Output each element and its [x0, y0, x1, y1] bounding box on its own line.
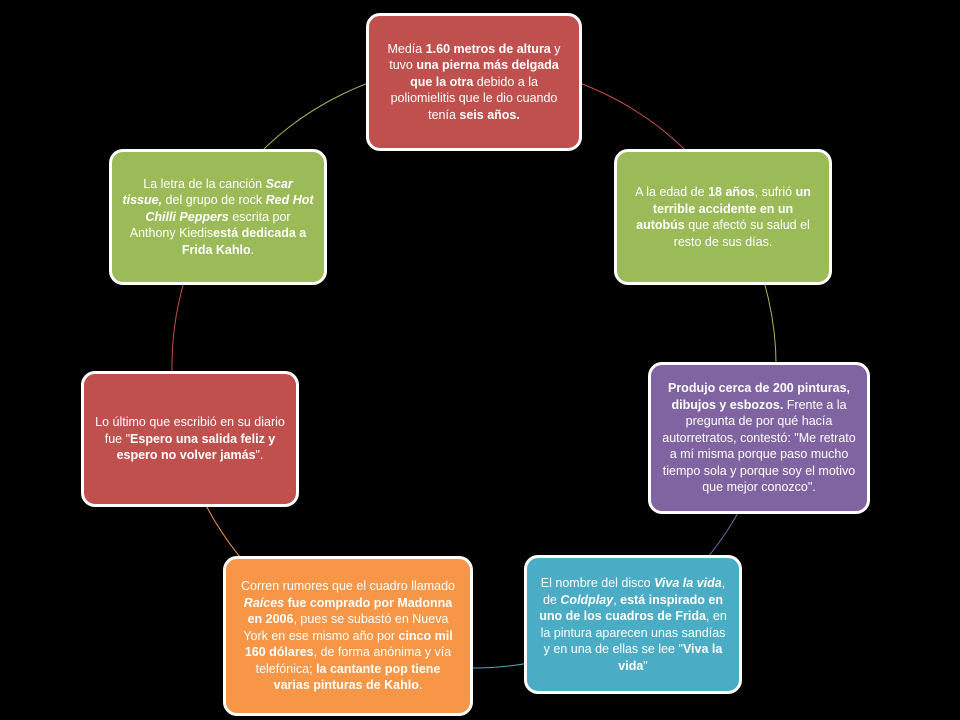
cycle-node-paintings: Produjo cerca de 200 pinturas, dibujos y… [648, 362, 870, 514]
node-text-run: , [613, 592, 621, 607]
node-text-run: Frente a la pregunta de por qué hacía au… [662, 397, 856, 495]
node-text-run: La letra de la canción [143, 176, 266, 191]
node-text-run: . [418, 678, 423, 693]
cycle-node-raices-madonna: Corren rumores que el cuadro llamado Raí… [223, 556, 473, 716]
node-text-run: y tuvo [389, 41, 561, 73]
node-text-run: Produjo cerca de 200 pinturas, dibujos y… [667, 381, 850, 412]
node-text: A la edad de 18 años, sufrió un terrible… [627, 184, 819, 250]
node-text-run: Espero una salida feliz y espero no volv… [116, 431, 276, 463]
node-text-run: cinco mil 160 dólares [244, 628, 453, 660]
node-text-run: una pierna más delgada que la otra [410, 58, 559, 89]
node-text-run: Corren rumores que el cuadro llamado [241, 579, 455, 594]
node-text-run: Raíces [243, 595, 285, 610]
node-text-run: un terrible accidente en un autobús [636, 185, 811, 232]
node-text-run: está dedicada a Frida Kahlo [181, 226, 307, 257]
node-text-run: Red Hot Chilli Peppers [145, 193, 314, 224]
node-text-run: A la edad de [635, 185, 709, 199]
node-text: Corren rumores que el cuadro llamado Raí… [236, 578, 460, 694]
cycle-node-viva-la-vida: El nombre del disco Viva la vida, de Col… [524, 555, 742, 694]
node-text-run: Lo último que escribió en su diario fue … [95, 415, 285, 446]
node-text-run: , en la pintura aparecen unas sandías y … [540, 609, 727, 656]
node-text-run: Medía [387, 41, 426, 56]
cycle-node-diary: Lo último que escribió en su diario fue … [81, 371, 299, 507]
node-text-run: , pues se subastó en Nueva York en ese m… [243, 612, 449, 643]
node-text-run: del grupo de rock [162, 193, 266, 208]
node-text: La letra de la canción Scar tissue, del … [122, 176, 314, 259]
node-text-run: El nombre del disco [540, 576, 655, 590]
node-text: Medía 1.60 metros de altura y tuvo una p… [379, 41, 569, 124]
node-text-run: , de forma anónima y vía telefónica; [255, 645, 452, 676]
node-text-run: debido a la poliomielitis que le dio cua… [390, 74, 558, 122]
node-text: Produjo cerca de 200 pinturas, dibujos y… [661, 380, 857, 496]
cycle-node-scar-tissue: La letra de la canción Scar tissue, del … [109, 149, 327, 285]
node-text-run: 1.60 metros de altura [425, 41, 551, 56]
node-text-run: Viva la vida [618, 642, 723, 673]
node-text-run: escrita por Anthony Kiedis [129, 209, 291, 241]
node-text-run: Viva la vida [654, 576, 722, 590]
node-text-run: 18 años [708, 185, 755, 199]
node-text-run: que afectó su salud el resto de sus días… [673, 218, 810, 249]
node-text-run: Coldplay [560, 592, 614, 607]
cycle-node-bus-accident: A la edad de 18 años, sufrió un terrible… [614, 149, 832, 285]
node-text-run: ". [255, 448, 264, 463]
node-text: El nombre del disco Viva la vida, de Col… [537, 575, 729, 674]
node-text-run: , sufrió [754, 185, 796, 199]
node-text-run: . [250, 242, 255, 257]
node-text-run: fue comprado por Madonna en 2006 [247, 595, 453, 627]
cycle-node-height-polio: Medía 1.60 metros de altura y tuvo una p… [366, 13, 582, 151]
node-text-run: está inspirado en uno de los cuadros de … [539, 592, 723, 624]
node-text-run: la cantante pop tiene varias pinturas de… [273, 661, 441, 693]
node-text: Lo último que escribió en su diario fue … [94, 414, 286, 464]
node-text-run: seis años. [459, 107, 520, 122]
node-text-run: " [643, 658, 648, 673]
node-text-run: , de [543, 576, 726, 607]
node-text-run: Scar tissue, [122, 176, 293, 208]
